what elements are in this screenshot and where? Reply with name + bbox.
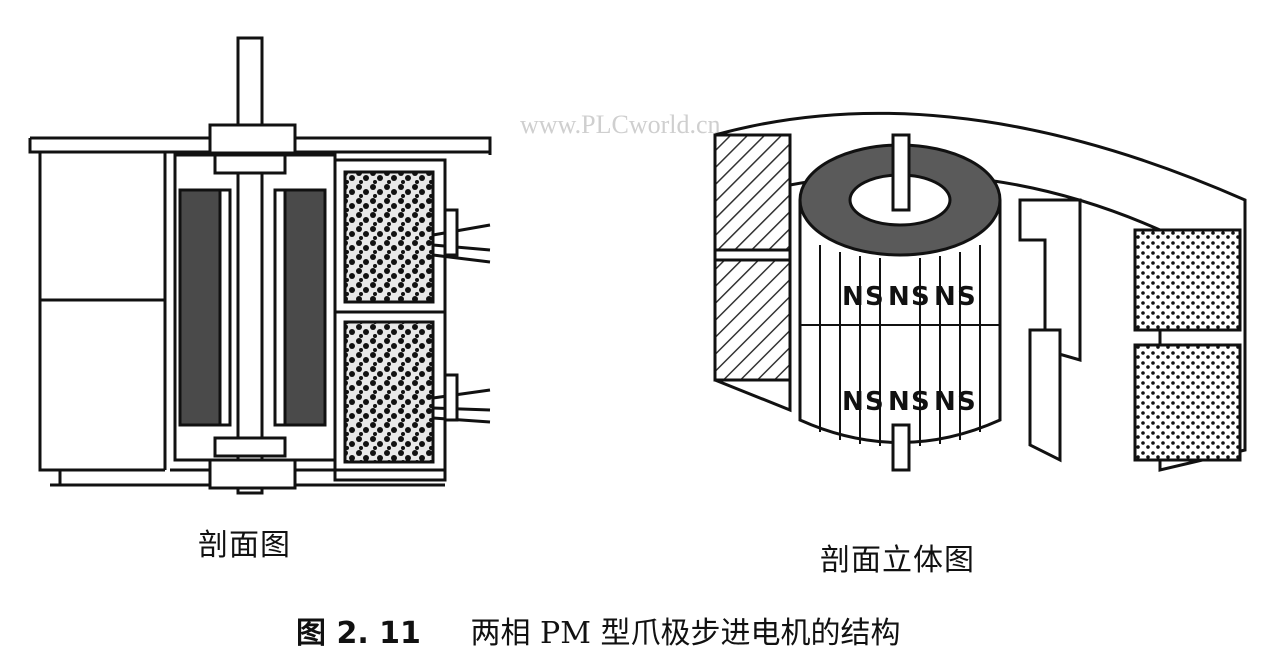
pole-label-6: S: [957, 282, 976, 312]
cutaway-caption: 剖面立体图: [820, 543, 975, 578]
pole-label-4: S: [911, 282, 930, 312]
figure-title: 两相 PM 型爪极步进电机的结构: [470, 616, 901, 651]
pole-label-10: S: [911, 387, 930, 417]
figure-number: 图 2. 11: [296, 616, 421, 651]
pole-label-1: N: [842, 282, 864, 312]
pole-label-7: N: [842, 387, 864, 417]
housing-outline: [28, 136, 492, 472]
cross-section-caption: 剖面图: [198, 528, 291, 563]
cross-section-drawing: [28, 36, 492, 495]
cutaway-3d-drawing: N S N S N S N S N S N S: [713, 111, 1247, 472]
pole-label-11: N: [934, 387, 956, 417]
pole-label-8: S: [865, 387, 884, 417]
pole-label-2: S: [865, 282, 884, 312]
pole-label-3: N: [888, 282, 910, 312]
pole-label-9: N: [888, 387, 910, 417]
figure-caption: 图 2. 11 两相 PM 型爪极步进电机的结构: [296, 608, 900, 652]
watermark: www.PLCworld.cn: [520, 110, 721, 139]
pole-label-5: N: [934, 282, 956, 312]
pole-label-12: S: [957, 387, 976, 417]
